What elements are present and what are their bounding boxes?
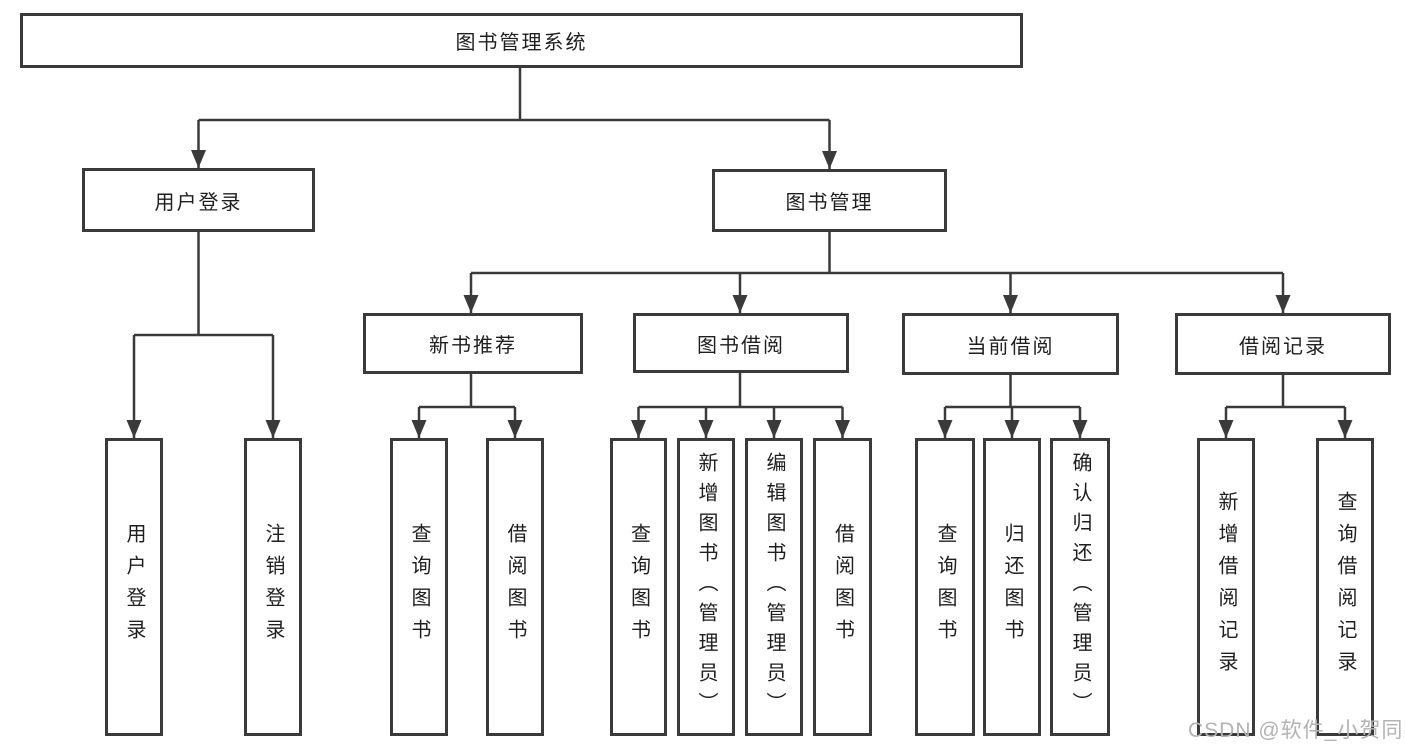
node-book-borrowing: 图书借阅 (633, 313, 849, 373)
node-label: 新书推荐 (429, 335, 517, 357)
node-label: 图书借阅 (697, 334, 785, 357)
leaf-label: 注销登录 (262, 523, 284, 651)
leaf-recommend-borrow-books: 借阅图书 (486, 438, 544, 736)
leaf-recommend-query-books: 查询图书 (390, 438, 448, 736)
leaf-borrowing-query-books: 查询图书 (610, 438, 667, 736)
leaf-label: 查询借阅记录 (1334, 491, 1356, 683)
connector-user-login-split (126, 232, 281, 438)
node-user-login: 用户登录 (82, 168, 315, 232)
leaf-label: 借阅图书 (831, 523, 854, 651)
node-new-book-recommendation: 新书推荐 (363, 313, 583, 374)
leaf-label: 确认归还（管理员） (1069, 452, 1091, 722)
leaf-label: 查询图书 (934, 523, 956, 651)
node-label: 图书管理 (785, 192, 874, 214)
leaf-label: 新增借阅记录 (1215, 491, 1237, 683)
connector-current-borrowing-split (937, 375, 1088, 438)
leaf-records-query-borrow-record: 查询借阅记录 (1316, 438, 1374, 736)
connector-root-split (191, 68, 837, 169)
leaf-label: 编辑图书（管理员） (763, 452, 785, 722)
connector-recommendation-split (411, 374, 523, 438)
leaf-current-return-books: 归还图书 (983, 438, 1041, 736)
leaf-borrowing-edit-books-admin: 编辑图书（管理员） (745, 438, 803, 736)
leaf-label: 新增图书（管理员） (695, 452, 717, 722)
node-current-borrowing: 当前借阅 (902, 313, 1119, 375)
node-label: 借阅记录 (1239, 335, 1327, 358)
leaf-logout: 注销登录 (244, 438, 302, 736)
leaf-label: 用户登录 (123, 523, 145, 651)
watermark: CSDN @软件_小贺同学 (1188, 719, 1405, 742)
leaf-label: 查询图书 (408, 523, 430, 651)
node-library-management-system: 图书管理系统 (20, 13, 1023, 68)
connector-borrowing-split (631, 373, 850, 438)
leaf-current-confirm-return-admin: 确认归还（管理员） (1050, 438, 1110, 736)
node-label: 当前借阅 (966, 335, 1055, 358)
node-label: 图书管理系统 (455, 32, 588, 54)
leaf-current-query-books: 查询图书 (915, 438, 975, 736)
leaf-label: 归还图书 (1001, 523, 1023, 651)
connector-book-management-split (463, 232, 1291, 313)
leaf-label: 查询图书 (627, 523, 650, 651)
leaf-label: 借阅图书 (504, 523, 526, 651)
node-book-management: 图书管理 (712, 169, 947, 232)
leaf-borrowing-borrow-books: 借阅图书 (813, 438, 872, 736)
leaf-user-login: 用户登录 (105, 438, 163, 736)
leaf-records-add-borrow-record: 新增借阅记录 (1197, 438, 1255, 736)
connector-records-split (1218, 375, 1353, 438)
leaf-borrowing-add-books-admin: 新增图书（管理员） (677, 438, 735, 736)
node-label: 用户登录 (154, 191, 243, 214)
node-borrowing-records: 借阅记录 (1175, 313, 1391, 375)
